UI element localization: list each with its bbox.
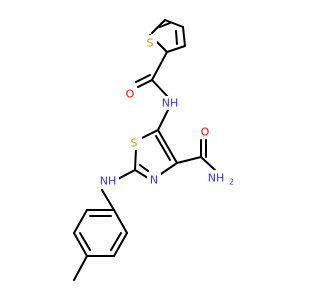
bond-c4-carbonyl bbox=[176, 156, 202, 164]
bond-nh-phenyl bbox=[101, 189, 115, 211]
atom-label-nh2: NH bbox=[208, 172, 225, 185]
label-bg-s-thiazole bbox=[128, 136, 142, 150]
label-bg-nh-top bbox=[159, 96, 181, 110]
bond-double-inner-1 bbox=[175, 30, 178, 45]
bond-c2-n3-double bbox=[139, 164, 149, 172]
label-bg-nh2 bbox=[200, 170, 236, 186]
background bbox=[0, 0, 300, 300]
bond-ring-6 bbox=[113, 209, 128, 234]
bond-s-c2 bbox=[134, 148, 137, 171]
bond-c4-c5 bbox=[164, 19, 184, 28]
atom-label-o-carboxamide: O bbox=[201, 126, 210, 139]
bond-c5-s bbox=[151, 19, 166, 34]
atom-label-n-thiazole: N bbox=[150, 174, 158, 187]
label-bg-s-thiophene bbox=[143, 35, 157, 49]
structure-diagram-canvas: S O NH S N O NH 2 NH bbox=[0, 0, 300, 300]
tolyl-ring bbox=[73, 209, 128, 257]
bond-c-nh2 bbox=[200, 156, 216, 171]
bond-ring-2 bbox=[73, 209, 88, 234]
bond-nh-thiazole bbox=[157, 109, 169, 131]
label-bg-o-top bbox=[123, 87, 137, 101]
atom-label-nh2-subscript: 2 bbox=[229, 178, 234, 187]
atom-label-nh-top: NH bbox=[162, 97, 179, 110]
label-bg-nh-aniline bbox=[97, 174, 119, 188]
bond-n3-c4 bbox=[157, 162, 178, 177]
label-bg-o-carboxamide bbox=[198, 125, 212, 139]
bond-thiazole-nh bbox=[115, 169, 136, 181]
thiazole-ring bbox=[134, 129, 178, 179]
carboxamide-group bbox=[176, 139, 216, 171]
bond-c2-n3 bbox=[134, 169, 149, 179]
bond-c4-c5-double bbox=[155, 135, 171, 161]
atom-label-s-thiophene: S bbox=[147, 37, 154, 50]
bond-methyl bbox=[73, 255, 88, 281]
bond-ring-inner-2 bbox=[79, 232, 91, 251]
bond-carbonyl-nh bbox=[151, 79, 169, 98]
atom-label-o-top: O bbox=[126, 88, 135, 101]
bond-double-inner-2 bbox=[159, 22, 171, 28]
bond-c-o-1 bbox=[137, 79, 153, 88]
atom-label-nh-aniline: NH bbox=[100, 175, 117, 188]
bond-c4-c5 bbox=[157, 129, 178, 164]
bond-c2-c3 bbox=[166, 45, 186, 53]
bond-thiophene-carbonyl bbox=[151, 51, 168, 81]
bond-c3-c4 bbox=[182, 26, 186, 47]
amide-carbonyl-top bbox=[135, 74, 153, 88]
atom-label-s-thiazole: S bbox=[131, 137, 138, 150]
label-bg-n-thiazole bbox=[147, 173, 161, 187]
bond-ring-inner-3 bbox=[110, 232, 122, 251]
bond-ring-3 bbox=[73, 232, 88, 257]
bond-ring-5 bbox=[113, 232, 128, 257]
molecule-structure: S O NH S N O NH 2 NH bbox=[0, 0, 300, 300]
bond-c5-s bbox=[139, 129, 159, 140]
bond-c-o-2 bbox=[135, 74, 151, 83]
